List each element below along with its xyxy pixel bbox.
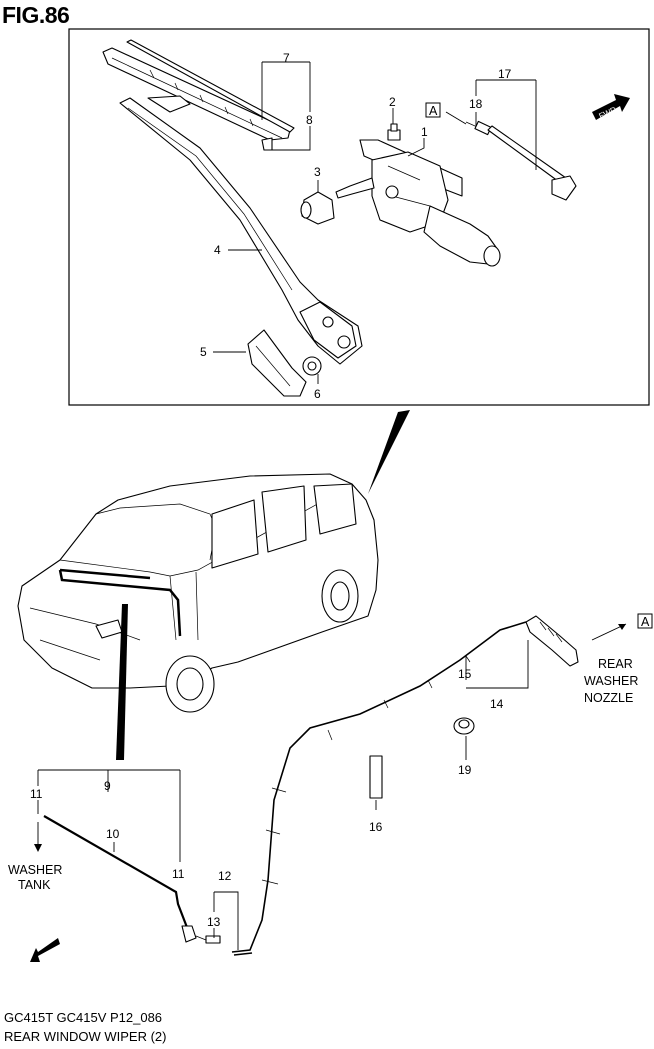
washer-tank-label-line2: TANK <box>18 878 51 892</box>
wiper-motor <box>335 139 501 267</box>
callout-19: 19 <box>458 763 472 777</box>
diagram-footer: GC415T GC415V P12_086 REAR WINDOW WIPER … <box>4 1008 167 1046</box>
detail-frame <box>68 28 650 406</box>
ref-box-a-top <box>425 102 441 118</box>
callout-12: 12 <box>218 869 232 883</box>
footer-caption: REAR WINDOW WIPER (2) <box>4 1029 167 1044</box>
callout-3: 3 <box>314 165 321 179</box>
cap-part <box>300 191 335 225</box>
callout-16: 16 <box>369 820 383 834</box>
callout-6: 6 <box>314 387 321 401</box>
fwd-top-text: FWD <box>597 105 618 121</box>
footer-models: GC415T GC415V P12_086 <box>4 1010 163 1025</box>
callout-15: 15 <box>458 667 472 681</box>
callout-2: 2 <box>389 95 396 109</box>
detail-pointer-bottom <box>116 604 128 760</box>
callout-5: 5 <box>200 345 207 359</box>
callout-9: 9 <box>104 779 111 793</box>
ref-a-top-text: A <box>429 104 438 118</box>
wiper-blade <box>102 39 295 151</box>
ref-box-a-right <box>637 613 653 629</box>
washer-hose-top <box>465 120 577 201</box>
detail-pointer-top <box>368 410 410 494</box>
callout-11a: 11 <box>30 787 43 801</box>
callout-11b: 11 <box>172 867 185 881</box>
callout-14: 14 <box>490 697 504 711</box>
callout-10: 10 <box>106 827 120 841</box>
nut-part <box>302 356 322 376</box>
fwd-arrow-bottom-icon <box>30 938 60 962</box>
callout-17: 17 <box>498 67 512 81</box>
fwd-arrow-top-icon <box>592 94 630 120</box>
rear-nozzle-label-line1: REAR <box>598 657 633 671</box>
callout-13: 13 <box>207 915 221 929</box>
bolt-part <box>387 123 401 141</box>
top-callout-lines <box>213 61 537 384</box>
washer-hose-assembly <box>43 615 627 956</box>
callout-18: 18 <box>469 97 483 111</box>
washer-tank-label-line1: WASHER <box>8 863 62 877</box>
callout-8: 8 <box>306 113 313 127</box>
vehicle-illustration <box>17 473 379 713</box>
wiper-arm <box>119 95 363 365</box>
callout-4: 4 <box>214 243 221 257</box>
callout-1: 1 <box>421 125 428 139</box>
rear-nozzle-label-line2: WASHER <box>584 674 638 688</box>
cover-part <box>247 329 307 397</box>
lower-callout-lines <box>34 640 529 950</box>
rear-nozzle-label-line3: NOZZLE <box>584 691 633 705</box>
ref-a-right-text: A <box>641 615 650 629</box>
callout-7: 7 <box>283 51 290 65</box>
figure-title: FIG.86 <box>2 2 70 28</box>
